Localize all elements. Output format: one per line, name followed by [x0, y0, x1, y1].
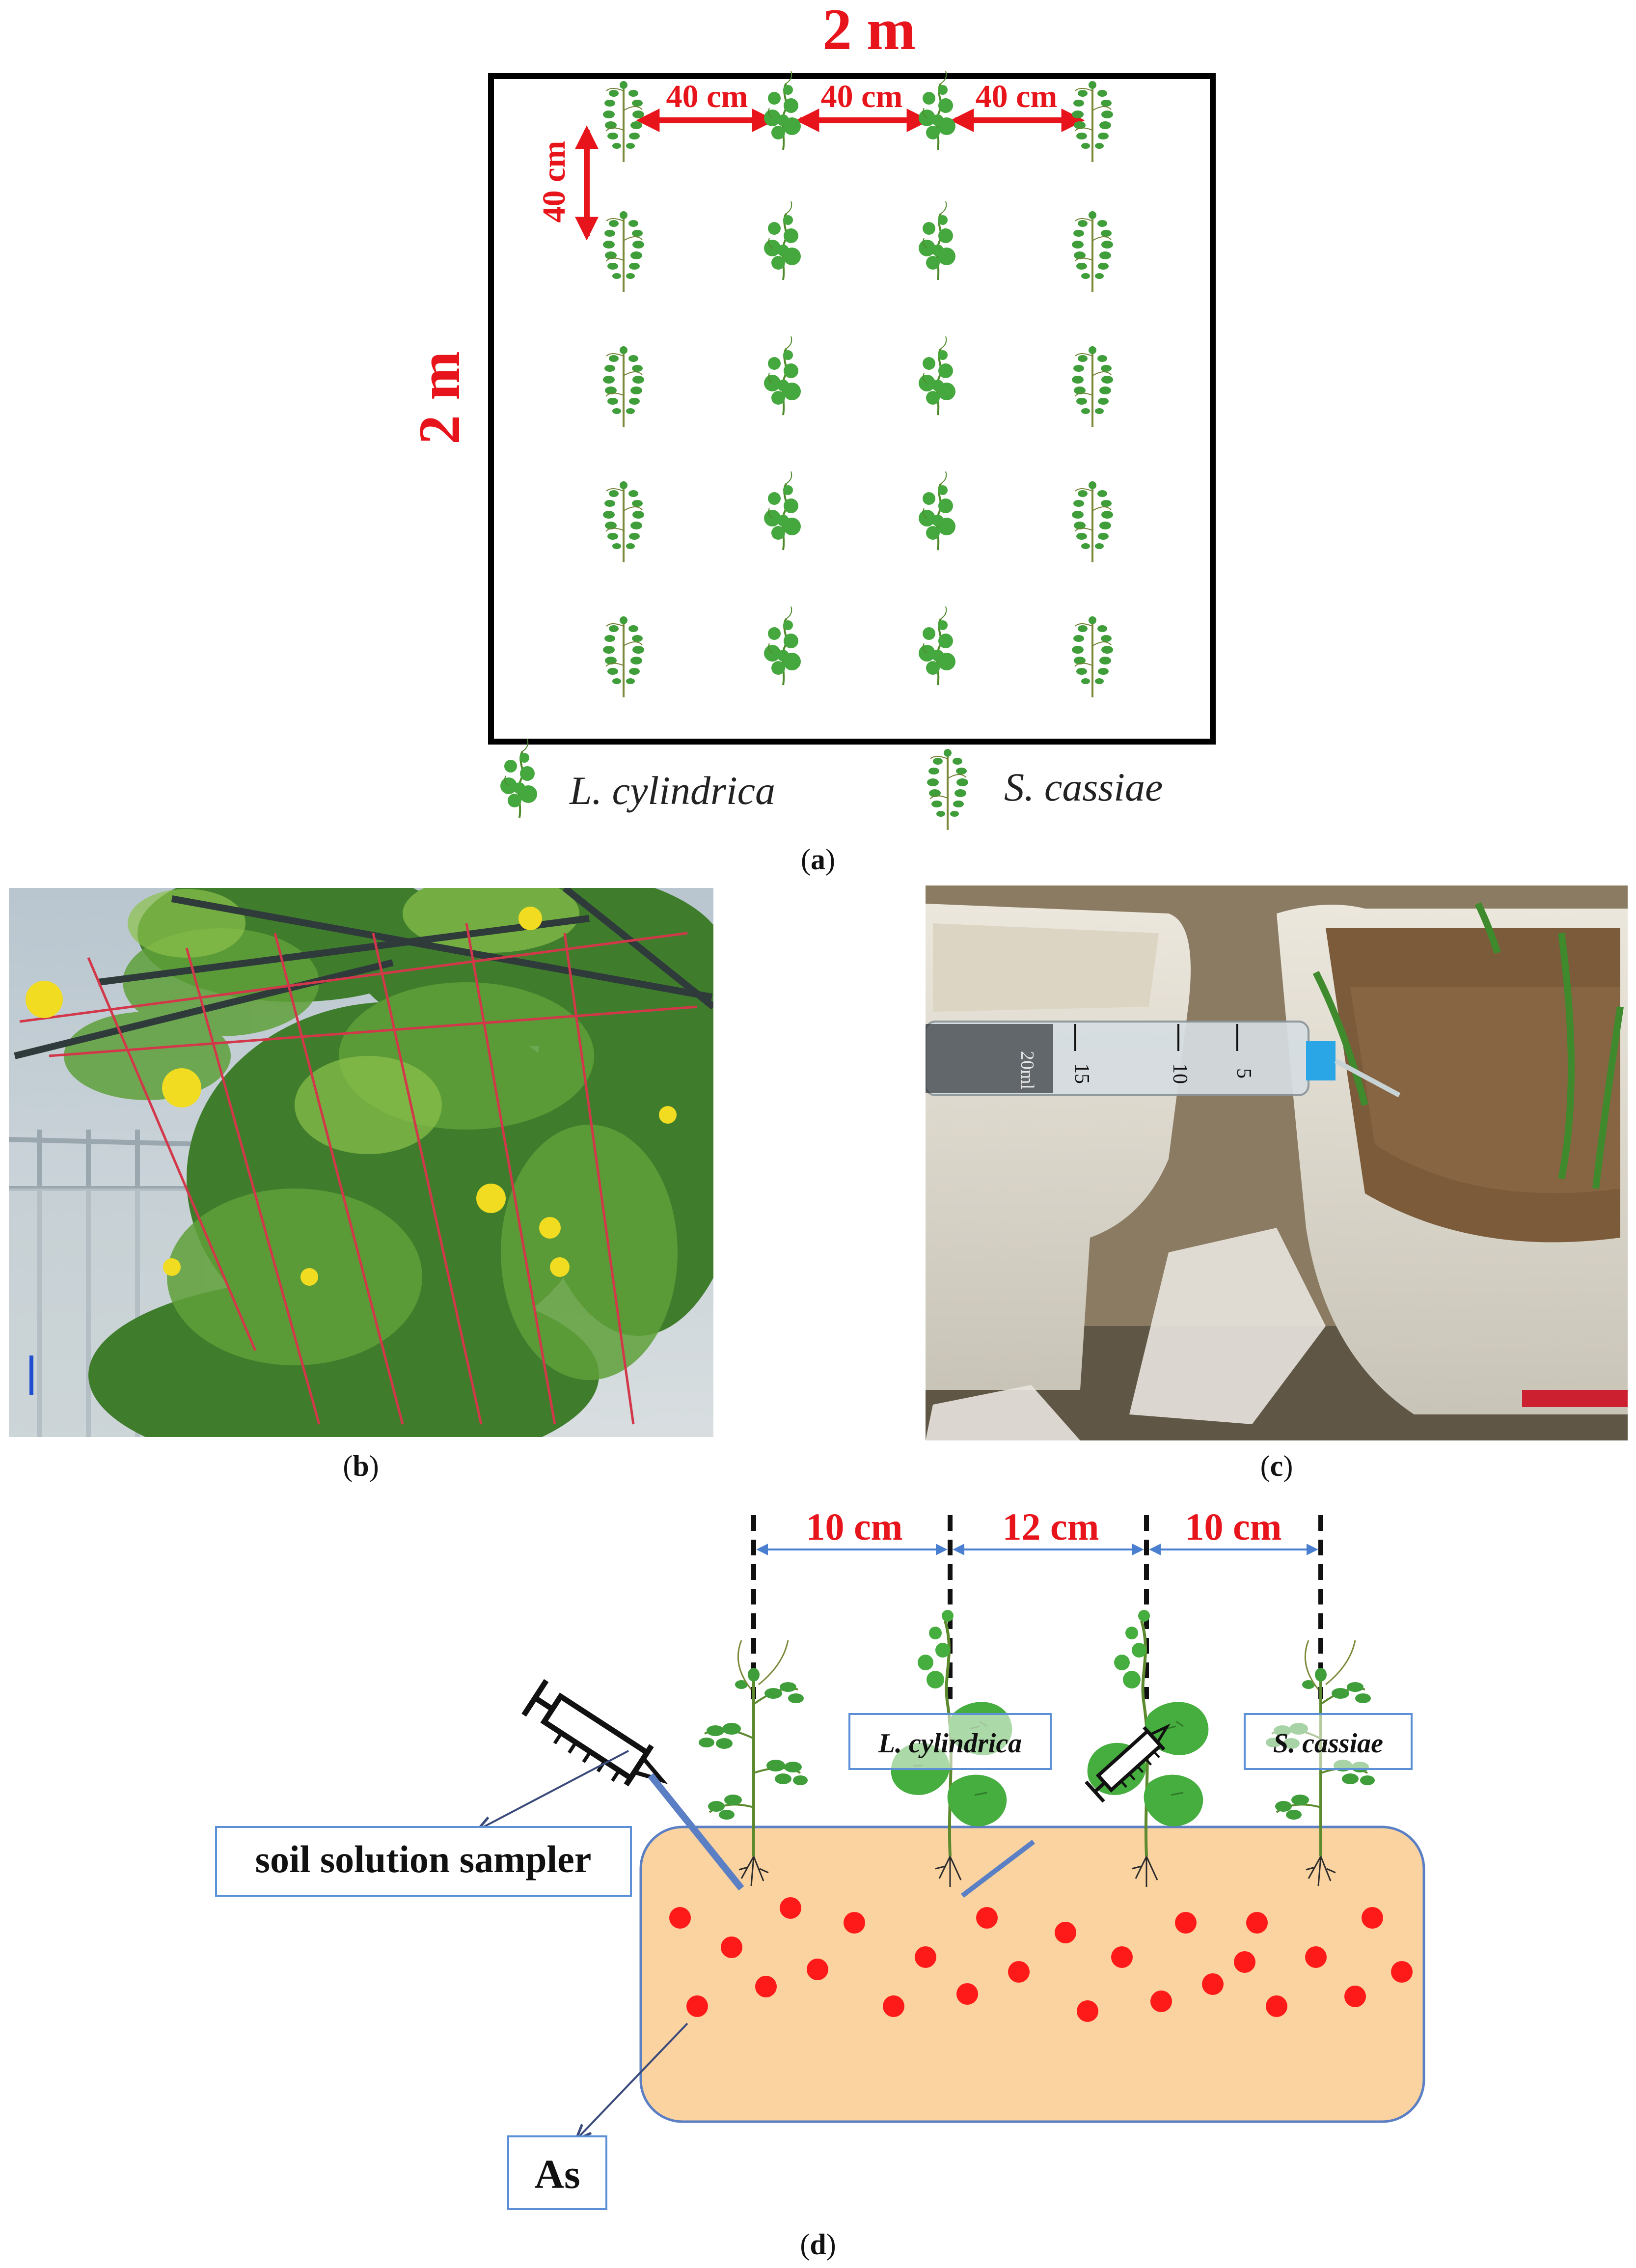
s-cassiae-plant-icon — [602, 480, 645, 563]
legend: L. cylindrica S. cassiae — [499, 738, 1163, 831]
panel-c-photo: 5 10 15 20ml (c) — [926, 885, 1628, 1482]
s-cassiae-plant-icon — [1071, 210, 1114, 293]
s-cassiae-plant-icon — [602, 345, 645, 428]
syringe-unit: 20ml — [1017, 1051, 1037, 1089]
arsenic-dot — [1305, 1946, 1327, 1968]
plant-grid — [602, 70, 1114, 698]
s-cassiae-plant-icon — [602, 210, 645, 293]
syringe-tick-10: 10 — [1169, 1063, 1191, 1084]
d-spacing-label-3: 10 cm — [1185, 1505, 1282, 1548]
arsenic-dot — [807, 1959, 828, 1980]
d-spacing-label-2: 12 cm — [1002, 1505, 1099, 1548]
arsenic-dots — [669, 1897, 1413, 2022]
syringe-tick-15: 15 — [1070, 1063, 1093, 1084]
l-cylindrica-plant-icon — [763, 200, 802, 281]
arsenic-dot — [721, 1936, 742, 1958]
panel-d: 10 cm 12 cm 10 cm L. cylindrica S. cassi… — [215, 1505, 1425, 2261]
l-cylindrica-plant-icon — [918, 70, 956, 151]
l-cylindrica-plant-icon — [763, 470, 802, 551]
arsenic-dot — [1008, 1961, 1030, 1983]
panel-c-caption: (c) — [1260, 1450, 1293, 1482]
as-label: As — [534, 2152, 580, 2197]
soil-container — [639, 1825, 1425, 2123]
legend-l-cylindrica-label: L. cylindrica — [569, 768, 775, 813]
syringe-tick-5: 5 — [1232, 1068, 1255, 1079]
arsenic-dot — [1202, 1973, 1224, 1995]
arsenic-dot — [956, 1983, 978, 2005]
plot-boundary — [488, 73, 1216, 745]
arsenic-dot — [1344, 1986, 1366, 2007]
s-cassiae-plant-icon — [1071, 615, 1114, 698]
s-cassiae-label: S. cassiae — [1273, 1728, 1383, 1759]
sampler-label: soil solution sampler — [255, 1838, 592, 1881]
arsenic-dot — [1362, 1907, 1383, 1929]
spacing-label-3: 40 cm — [976, 79, 1058, 114]
l-cylindrica-plant-icon — [918, 470, 956, 551]
l-cylindrica-plant-icon — [918, 335, 956, 416]
top-dimension-label: 2 m — [822, 0, 916, 62]
arsenic-dot — [883, 1995, 904, 2017]
s-cassiae-plant-icon — [1071, 345, 1114, 428]
arsenic-dot — [1266, 1995, 1287, 2017]
arsenic-dot — [1246, 1912, 1268, 1934]
panel-b-photo: (b) — [9, 888, 713, 1482]
s-cassiae-plant-icon — [602, 80, 645, 163]
s-cassiae-plant-icon — [1071, 80, 1114, 163]
arsenic-dot — [1077, 2000, 1098, 2022]
panel-d-caption: (d) — [800, 2228, 836, 2261]
panel-a: 2 m 2 m 40 cm 40 cm 40 cm 40 cm L. cylin… — [407, 0, 1216, 876]
s-cassiae-plant-icon — [1071, 480, 1114, 563]
s-cassiae-plant-icon — [602, 615, 645, 698]
arsenic-dot — [1150, 1991, 1172, 2012]
l-cylindrica-plant-icon — [763, 70, 802, 151]
arsenic-dot — [1111, 1946, 1133, 1968]
l-cylindrica-plant-icon — [918, 606, 956, 686]
arsenic-dot — [844, 1912, 865, 1934]
panel-b-caption: (b) — [343, 1450, 379, 1482]
arsenic-dot — [669, 1907, 691, 1929]
arsenic-dot — [1391, 1961, 1413, 1983]
l-cylindrica-plant-icon — [763, 606, 802, 686]
arsenic-dot — [976, 1907, 998, 1929]
spacing-arrows — [575, 109, 1085, 241]
legend-l-cylindrica-icon — [499, 738, 538, 819]
l-cylindrica-plant-icon — [918, 200, 956, 281]
l-cylindrica-callout: L. cylindrica — [848, 1713, 1052, 1770]
l-cylindrica-plant-icon — [763, 335, 802, 416]
arsenic-dot — [780, 1897, 801, 1919]
legend-s-cassiae-label: S. cassiae — [1004, 765, 1163, 809]
side-dimension-label: 2 m — [407, 351, 472, 444]
d-spacing-label-1: 10 cm — [806, 1505, 902, 1548]
arsenic-dot — [755, 1976, 777, 1997]
arsenic-dot — [915, 1946, 936, 1968]
legend-s-cassiae-icon — [926, 748, 969, 831]
spacing-label-2: 40 cm — [821, 79, 903, 114]
s-cassiae-callout: S. cassiae — [1244, 1713, 1413, 1770]
panel-a-caption: (a) — [801, 843, 835, 876]
vertical-spacing-label: 40 cm — [536, 141, 572, 223]
arsenic-dot — [686, 1995, 708, 2017]
arsenic-dot — [1175, 1912, 1197, 1934]
l-cylindrica-label: L. cylindrica — [878, 1728, 1022, 1759]
spacing-label-1: 40 cm — [666, 79, 748, 114]
arsenic-dot — [1055, 1922, 1076, 1943]
sampler-left — [520, 1678, 744, 1891]
arsenic-dot — [1234, 1951, 1255, 1973]
sampler-right — [960, 1715, 1179, 1898]
